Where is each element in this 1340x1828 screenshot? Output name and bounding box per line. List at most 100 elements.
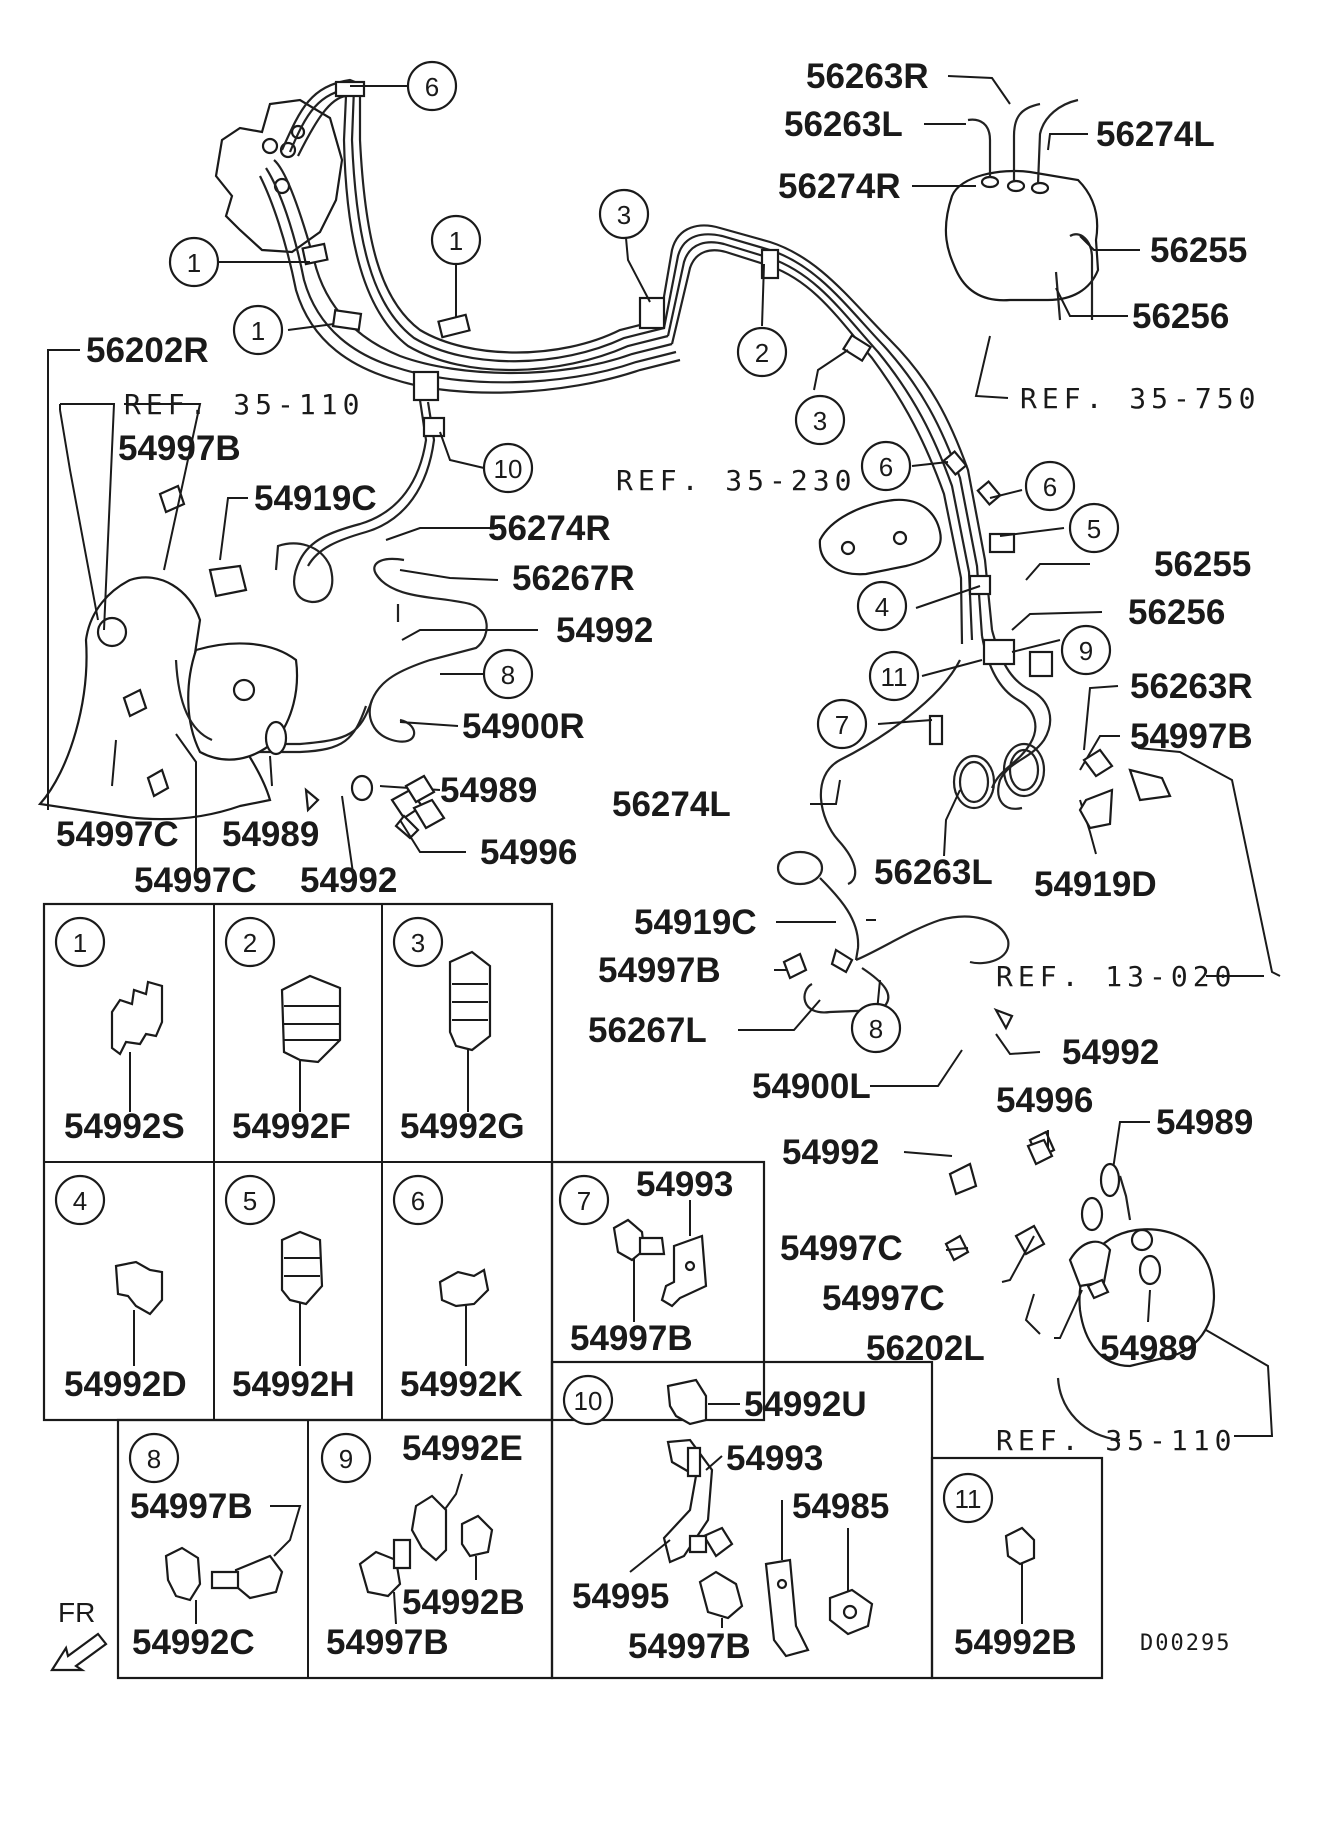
part-label-54989: 54989 (440, 771, 537, 810)
brake-pipe-bundle-left (259, 78, 681, 394)
legend-number: 11 (955, 1484, 982, 1514)
callout-5: 5 (1068, 502, 1120, 554)
part-label-54997C: 54997C (822, 1279, 945, 1318)
part-label: 54995 (572, 1577, 669, 1616)
legend-frame-cell-11 (930, 1456, 1104, 1680)
bolt-54997B-icon (234, 1554, 284, 1600)
callout-1-center: 1 (430, 214, 482, 266)
part-label-54992: 54992 (1062, 1033, 1159, 1072)
bracket-54993b-icon (764, 1558, 810, 1658)
ref-35-230: REF. 35-230 (616, 464, 856, 497)
callout-8-center: 8 (850, 1002, 902, 1054)
part-label-54992: 54992 (300, 861, 397, 900)
hardware-glyphs (404, 748, 1172, 1198)
callout-number: 10 (494, 454, 523, 484)
part-label-54989: 54989 (222, 815, 319, 854)
part-label-56267L: 56267L (588, 1011, 707, 1050)
callout-number: 5 (1087, 514, 1101, 544)
part-label-56256: 56256 (1128, 593, 1225, 632)
part-label-56274L: 56274L (612, 785, 731, 824)
front-right-knuckle-assembly (37, 484, 424, 840)
part-label: 54992B (402, 1583, 525, 1622)
legend-number: 4 (73, 1186, 87, 1216)
legend-number: 3 (411, 928, 425, 958)
part-label-56202R: 56202R (86, 331, 209, 370)
callout-3-lower: 3 (794, 394, 846, 446)
callout-number: 8 (869, 1014, 883, 1044)
part-label-54992: 54992 (556, 611, 653, 650)
callout-number: 6 (425, 72, 439, 102)
part-label-54996: 54996 (996, 1081, 1093, 1120)
part-label-54900L: 54900L (752, 1067, 871, 1106)
part-label: 54992D (64, 1365, 187, 1404)
part-label-54997B: 54997B (1130, 717, 1253, 756)
part-label-54997C: 54997C (56, 815, 179, 854)
callout-7: 7 (816, 698, 868, 750)
part-label-56263R: 56263R (806, 57, 929, 96)
part-label-56263L: 56263L (784, 105, 903, 144)
legend-number: 8 (147, 1444, 161, 1474)
bolt-54997B-icon (698, 1570, 744, 1620)
ref-35-750: REF. 35-750 (1020, 382, 1260, 415)
rear-left-knuckle-assembly (944, 1130, 1215, 1442)
part-label-56267R: 56267R (512, 559, 635, 598)
callout-number: 1 (449, 226, 463, 256)
legend-cell-2: 2 54992F (224, 916, 351, 1146)
part-label: 54997B (130, 1487, 253, 1526)
part-label-54996: 54996 (480, 833, 577, 872)
callout-9: 9 (1060, 624, 1112, 676)
part-label: 54997B (628, 1627, 751, 1666)
part-label-54997B: 54997B (598, 951, 721, 990)
parts-legend: 1 54992S 2 54992F 3 54992G 4 (42, 902, 1104, 1680)
ref-13-020: REF. 13-020 (996, 960, 1236, 993)
front-right-brake-lines (256, 399, 488, 754)
legend-cell-9: 9 54992E 54992B 54997B (320, 1429, 525, 1662)
legend-number: 5 (243, 1186, 257, 1216)
clip-54992K-icon (438, 1268, 490, 1308)
callout-10: 10 (482, 442, 534, 494)
legend-number: 1 (73, 928, 87, 958)
part-label: 54992E (402, 1429, 523, 1468)
drawing-code: D00295 (1140, 1631, 1231, 1656)
part-label: 54997B (326, 1623, 449, 1662)
clip-54992D-icon (114, 1260, 164, 1316)
callout-number: 3 (617, 200, 631, 230)
bolt-54997B-icon (358, 1550, 402, 1598)
callout-number: 8 (501, 660, 515, 690)
leader-lines (47, 75, 1281, 1437)
clip-54992B-icon (1004, 1526, 1036, 1566)
callout-number: 1 (251, 316, 265, 346)
part-label-56256: 56256 (1132, 297, 1229, 336)
legend-cell-6: 6 54992K (392, 1174, 523, 1404)
part-label-54989: 54989 (1100, 1329, 1197, 1368)
callout-6-top: 6 (406, 60, 458, 112)
part-label-54900R: 54900R (462, 707, 585, 746)
part-label-54989: 54989 (1156, 1103, 1253, 1142)
callout-3-top: 3 (598, 188, 650, 240)
part-label: 54992H (232, 1365, 355, 1404)
callout-number: 7 (835, 710, 849, 740)
arrow-icon (49, 1632, 108, 1672)
part-label-54919C: 54919C (634, 903, 757, 942)
legend-number: 9 (339, 1444, 353, 1474)
clip-54992S-icon (110, 980, 164, 1056)
ref-35-110-right: REF. 35-110 (996, 1424, 1236, 1457)
part-label-54997C: 54997C (780, 1229, 903, 1268)
clip-54992U-icon (666, 1378, 708, 1426)
legend-cell-11: 11 54992B (942, 1472, 1077, 1662)
part-label: 54997B (570, 1319, 693, 1358)
part-label: 54985 (792, 1487, 889, 1526)
legend-cell-10: 10 54992U 54993 54985 54995 54997B (562, 1374, 889, 1666)
callout-6-mid: 6 (860, 440, 912, 492)
hydraulic-unit-left (214, 98, 344, 254)
proportioning-valve (818, 498, 942, 576)
callout-1-lower: 1 (232, 304, 284, 356)
part-label: 54993 (726, 1439, 823, 1478)
clip-54992B-icon (460, 1514, 494, 1558)
part-label-54919C: 54919C (254, 479, 377, 518)
legend-cell-4: 4 54992D (54, 1174, 187, 1404)
callout-8-left: 8 (482, 648, 534, 700)
part-label-56274R: 56274R (488, 509, 611, 548)
ref-35-110-left: REF. 35-110 (124, 388, 364, 421)
